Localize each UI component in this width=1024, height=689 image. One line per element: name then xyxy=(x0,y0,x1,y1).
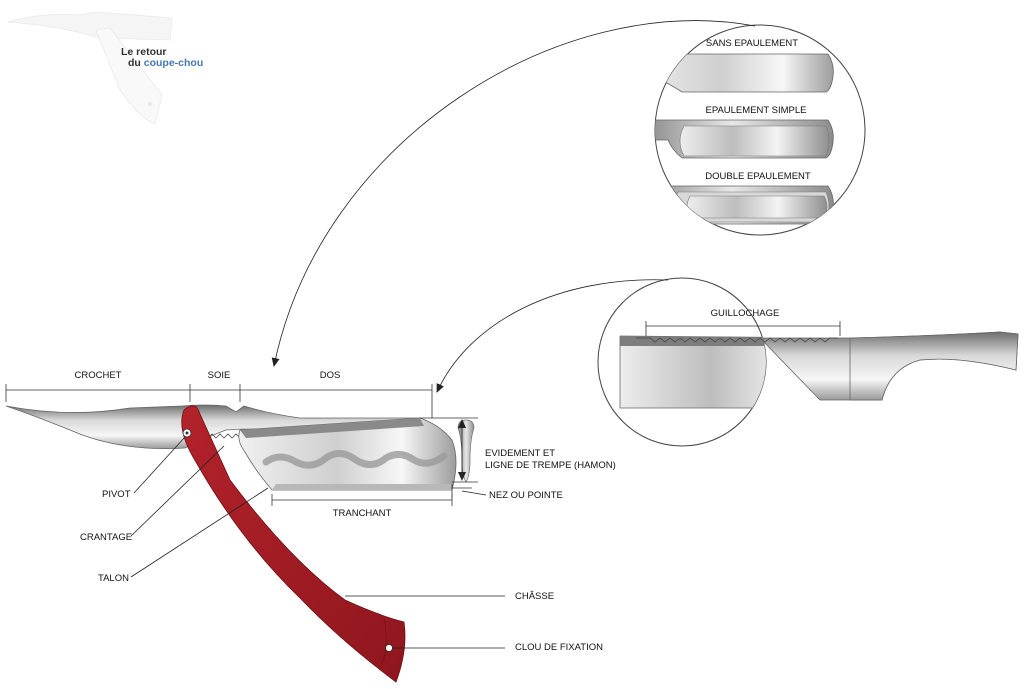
nez-label: NEZ OU POINTE xyxy=(489,490,563,501)
shoulder-none-shape xyxy=(655,53,834,93)
talon-label: TALON xyxy=(98,573,129,584)
left-callouts: PIVOT CRANTAGE TALON xyxy=(80,436,269,584)
blade-cross-section xyxy=(457,419,475,483)
logo-line1: Le retour xyxy=(121,46,167,58)
epaulement-callout-arrow xyxy=(271,20,756,367)
logo-razor-icon xyxy=(7,11,173,125)
shoulder-double-label: DOUBLE EPAULEMENT xyxy=(705,171,811,182)
top-dimensions: CROCHET SOIE DOS xyxy=(5,370,433,418)
tranchant-label: TRANCHANT xyxy=(333,508,392,519)
shoulder-double-shape xyxy=(655,185,834,225)
right-callouts: CHÂSSE CLOU DE FIXATION xyxy=(345,591,603,653)
evidement-label-line1: EVIDEMENT ET xyxy=(485,448,555,459)
detail-guillochage: GUILLOCHAGE xyxy=(597,277,1019,447)
blade-edge xyxy=(272,484,452,490)
shoulder-simple-shape xyxy=(655,119,834,159)
detail-epaulement: SANS EPAULEMENT EPAULEMENT SIMPLE DOUBLE… xyxy=(654,24,866,236)
scale-shape xyxy=(181,405,406,683)
shoulder-none-label: SANS EPAULEMENT xyxy=(706,38,798,49)
dos-label: DOS xyxy=(320,370,341,381)
fixing-pin xyxy=(385,644,393,652)
pivot-label: PIVOT xyxy=(102,489,131,500)
main-razor xyxy=(5,404,475,683)
logo-line2: du coupe-chou xyxy=(128,57,203,69)
logo: Le retour du coupe-chou xyxy=(7,11,203,125)
hamon-line xyxy=(262,450,448,469)
blade-spine xyxy=(240,418,424,438)
crochet-label: CROCHET xyxy=(75,370,122,381)
guillochage-label: GUILLOCHAGE xyxy=(711,308,780,319)
crantage-label: CRANTAGE xyxy=(80,532,132,543)
crantage-notches xyxy=(207,433,241,439)
shoulder-simple-label: EPAULEMENT SIMPLE xyxy=(705,105,806,116)
evidement-dimension: EVIDEMENT ET LIGNE DE TREMPE (HAMON) NEZ… xyxy=(420,417,616,501)
clou-label: CLOU DE FIXATION xyxy=(515,642,603,653)
guillochage-teeth xyxy=(636,337,838,343)
tranchant-dimension: TRANCHANT xyxy=(271,494,453,519)
soie-label: SOIE xyxy=(208,370,231,381)
guillochage-callout-arrow xyxy=(436,279,669,393)
evidement-label-line2: LIGNE DE TREMPE (HAMON) xyxy=(485,460,616,471)
chasse-label: CHÂSSE xyxy=(515,591,554,602)
